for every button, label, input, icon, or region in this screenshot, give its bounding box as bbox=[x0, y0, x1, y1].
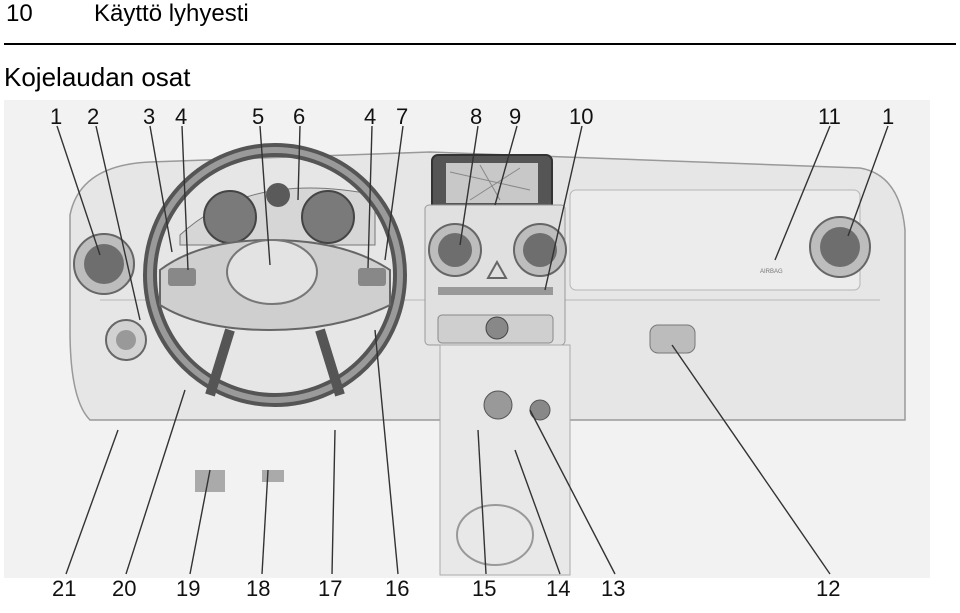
callout-label: 9 bbox=[509, 104, 521, 129]
callout-label: 7 bbox=[396, 104, 408, 129]
callout-label: 5 bbox=[252, 104, 264, 129]
page-number: 10 bbox=[6, 0, 33, 27]
callout-label: 12 bbox=[816, 576, 840, 601]
callout-label: 4 bbox=[175, 104, 187, 129]
callout-labels-top: 1 2 3 4 5 6 4 7 8 9 10 11 1 bbox=[50, 104, 894, 129]
dashboard-illustration: AIRBAG bbox=[4, 100, 930, 601]
callout-label: 1 bbox=[882, 104, 894, 129]
callout-label: 2 bbox=[87, 104, 99, 129]
callout-label: 3 bbox=[143, 104, 155, 129]
callout-label: 13 bbox=[601, 576, 625, 601]
section-title: Kojelaudan osat bbox=[4, 62, 191, 92]
callout-label: 8 bbox=[470, 104, 482, 129]
callout-labels-bottom: 21 20 19 18 17 16 15 14 13 12 bbox=[52, 576, 840, 601]
steering-wheel bbox=[143, 143, 407, 407]
callout-label: 11 bbox=[818, 104, 841, 129]
callout-label: 1 bbox=[50, 104, 62, 129]
callout-label: 18 bbox=[246, 576, 270, 601]
instrument-cluster bbox=[179, 183, 376, 246]
right-air-vent bbox=[809, 216, 871, 278]
callout-label: 6 bbox=[293, 104, 305, 129]
lower-console bbox=[439, 344, 571, 576]
callout-label: 20 bbox=[112, 576, 136, 601]
callout-label: 4 bbox=[364, 104, 376, 129]
header-rule bbox=[4, 43, 956, 45]
callout-label: 14 bbox=[546, 576, 570, 601]
callout-lines bbox=[56, 125, 889, 575]
callout-label: 19 bbox=[176, 576, 200, 601]
glovebox-handle bbox=[649, 324, 696, 354]
callout-label: 21 bbox=[52, 576, 76, 601]
callout-label: 17 bbox=[318, 576, 342, 601]
airbag-label: AIRBAG bbox=[760, 269, 783, 275]
callout-label: 16 bbox=[385, 576, 409, 601]
dashboard-figure: AIRBAG bbox=[0, 96, 960, 608]
callout-label: 10 bbox=[569, 104, 593, 129]
center-console bbox=[424, 154, 567, 346]
callout-label: 15 bbox=[472, 576, 496, 601]
left-air-vent bbox=[73, 233, 135, 295]
light-switch bbox=[105, 319, 147, 361]
chapter-title: Käyttö lyhyesti bbox=[94, 0, 249, 27]
